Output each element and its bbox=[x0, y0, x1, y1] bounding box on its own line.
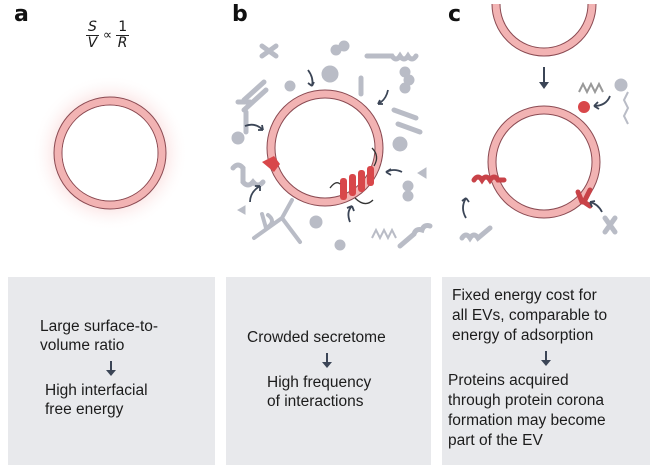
effect-line-3: formation may become bbox=[448, 412, 606, 429]
fraction-s-over-v: S V bbox=[86, 20, 99, 51]
nucleic-acid bbox=[371, 227, 397, 241]
adsorbed-protein-red bbox=[578, 101, 590, 113]
vesicle-c-bottom bbox=[471, 81, 604, 219]
transmembrane-protein bbox=[340, 166, 374, 200]
protein-loops bbox=[329, 147, 378, 205]
formula-r: R bbox=[117, 35, 128, 51]
adsorbed-protein bbox=[262, 156, 280, 172]
illustration bbox=[32, 3, 630, 251]
effect-line-2: of interactions bbox=[267, 393, 364, 410]
cause-line-3: energy of adsorption bbox=[452, 327, 594, 344]
vesicle-a bbox=[32, 75, 188, 231]
membrane bbox=[267, 90, 383, 206]
molecule-cross bbox=[259, 43, 279, 59]
adsorption-arrows-c bbox=[461, 95, 611, 219]
formula-s: S bbox=[86, 19, 99, 36]
effect-line-1: High interfacial bbox=[45, 382, 148, 399]
membrane bbox=[54, 97, 166, 209]
molecule-coil bbox=[364, 51, 419, 62]
formula-one: 1 bbox=[116, 19, 130, 36]
cause-line-2: volume ratio bbox=[40, 337, 125, 354]
formula-v: V bbox=[87, 35, 98, 51]
effect-line-4: part of the EV bbox=[448, 432, 543, 449]
panel-b-description: Crowded secretome High frequency of inte… bbox=[226, 277, 431, 465]
free-molecules-c bbox=[459, 78, 630, 243]
nucleic-acid bbox=[578, 81, 604, 95]
panel-a-description: Large surface-to- volume ratio High inte… bbox=[8, 277, 215, 465]
lumen bbox=[62, 105, 158, 201]
corona-protein-y bbox=[575, 187, 593, 209]
vesicle-c-top bbox=[491, 3, 597, 57]
panel-label-a: a bbox=[14, 2, 29, 27]
effect-line-1: High frequency bbox=[267, 374, 372, 391]
molecule-globule-large bbox=[321, 65, 339, 83]
cause-line-1: Large surface-to- bbox=[40, 318, 159, 335]
interaction-arrows bbox=[244, 69, 403, 223]
cause-line-1: Fixed energy cost for bbox=[452, 287, 597, 304]
panel-label-b: b bbox=[232, 2, 248, 27]
effect-line-2: through protein corona bbox=[448, 392, 604, 409]
panel-label-c: c bbox=[448, 2, 462, 27]
corona-protein bbox=[471, 174, 507, 185]
panel-c-description: Fixed energy cost for all EVs, comparabl… bbox=[442, 277, 650, 465]
effect-line-2: free energy bbox=[45, 401, 124, 418]
antibody bbox=[235, 79, 269, 135]
surface-volume-formula: S V ∝ 1 R bbox=[86, 19, 130, 51]
transition-arrow bbox=[539, 67, 549, 89]
vesicle-b bbox=[262, 89, 384, 207]
cause-line-2: all EVs, comparable to bbox=[452, 307, 608, 324]
fraction-1-over-r: 1 R bbox=[116, 19, 130, 51]
cause-line-1: Crowded secretome bbox=[247, 329, 386, 346]
secretome-molecules bbox=[230, 40, 433, 251]
branched-molecule bbox=[252, 198, 302, 244]
effect-line-1: Proteins acquired bbox=[448, 372, 569, 389]
formula-proportional: ∝ bbox=[102, 28, 113, 43]
